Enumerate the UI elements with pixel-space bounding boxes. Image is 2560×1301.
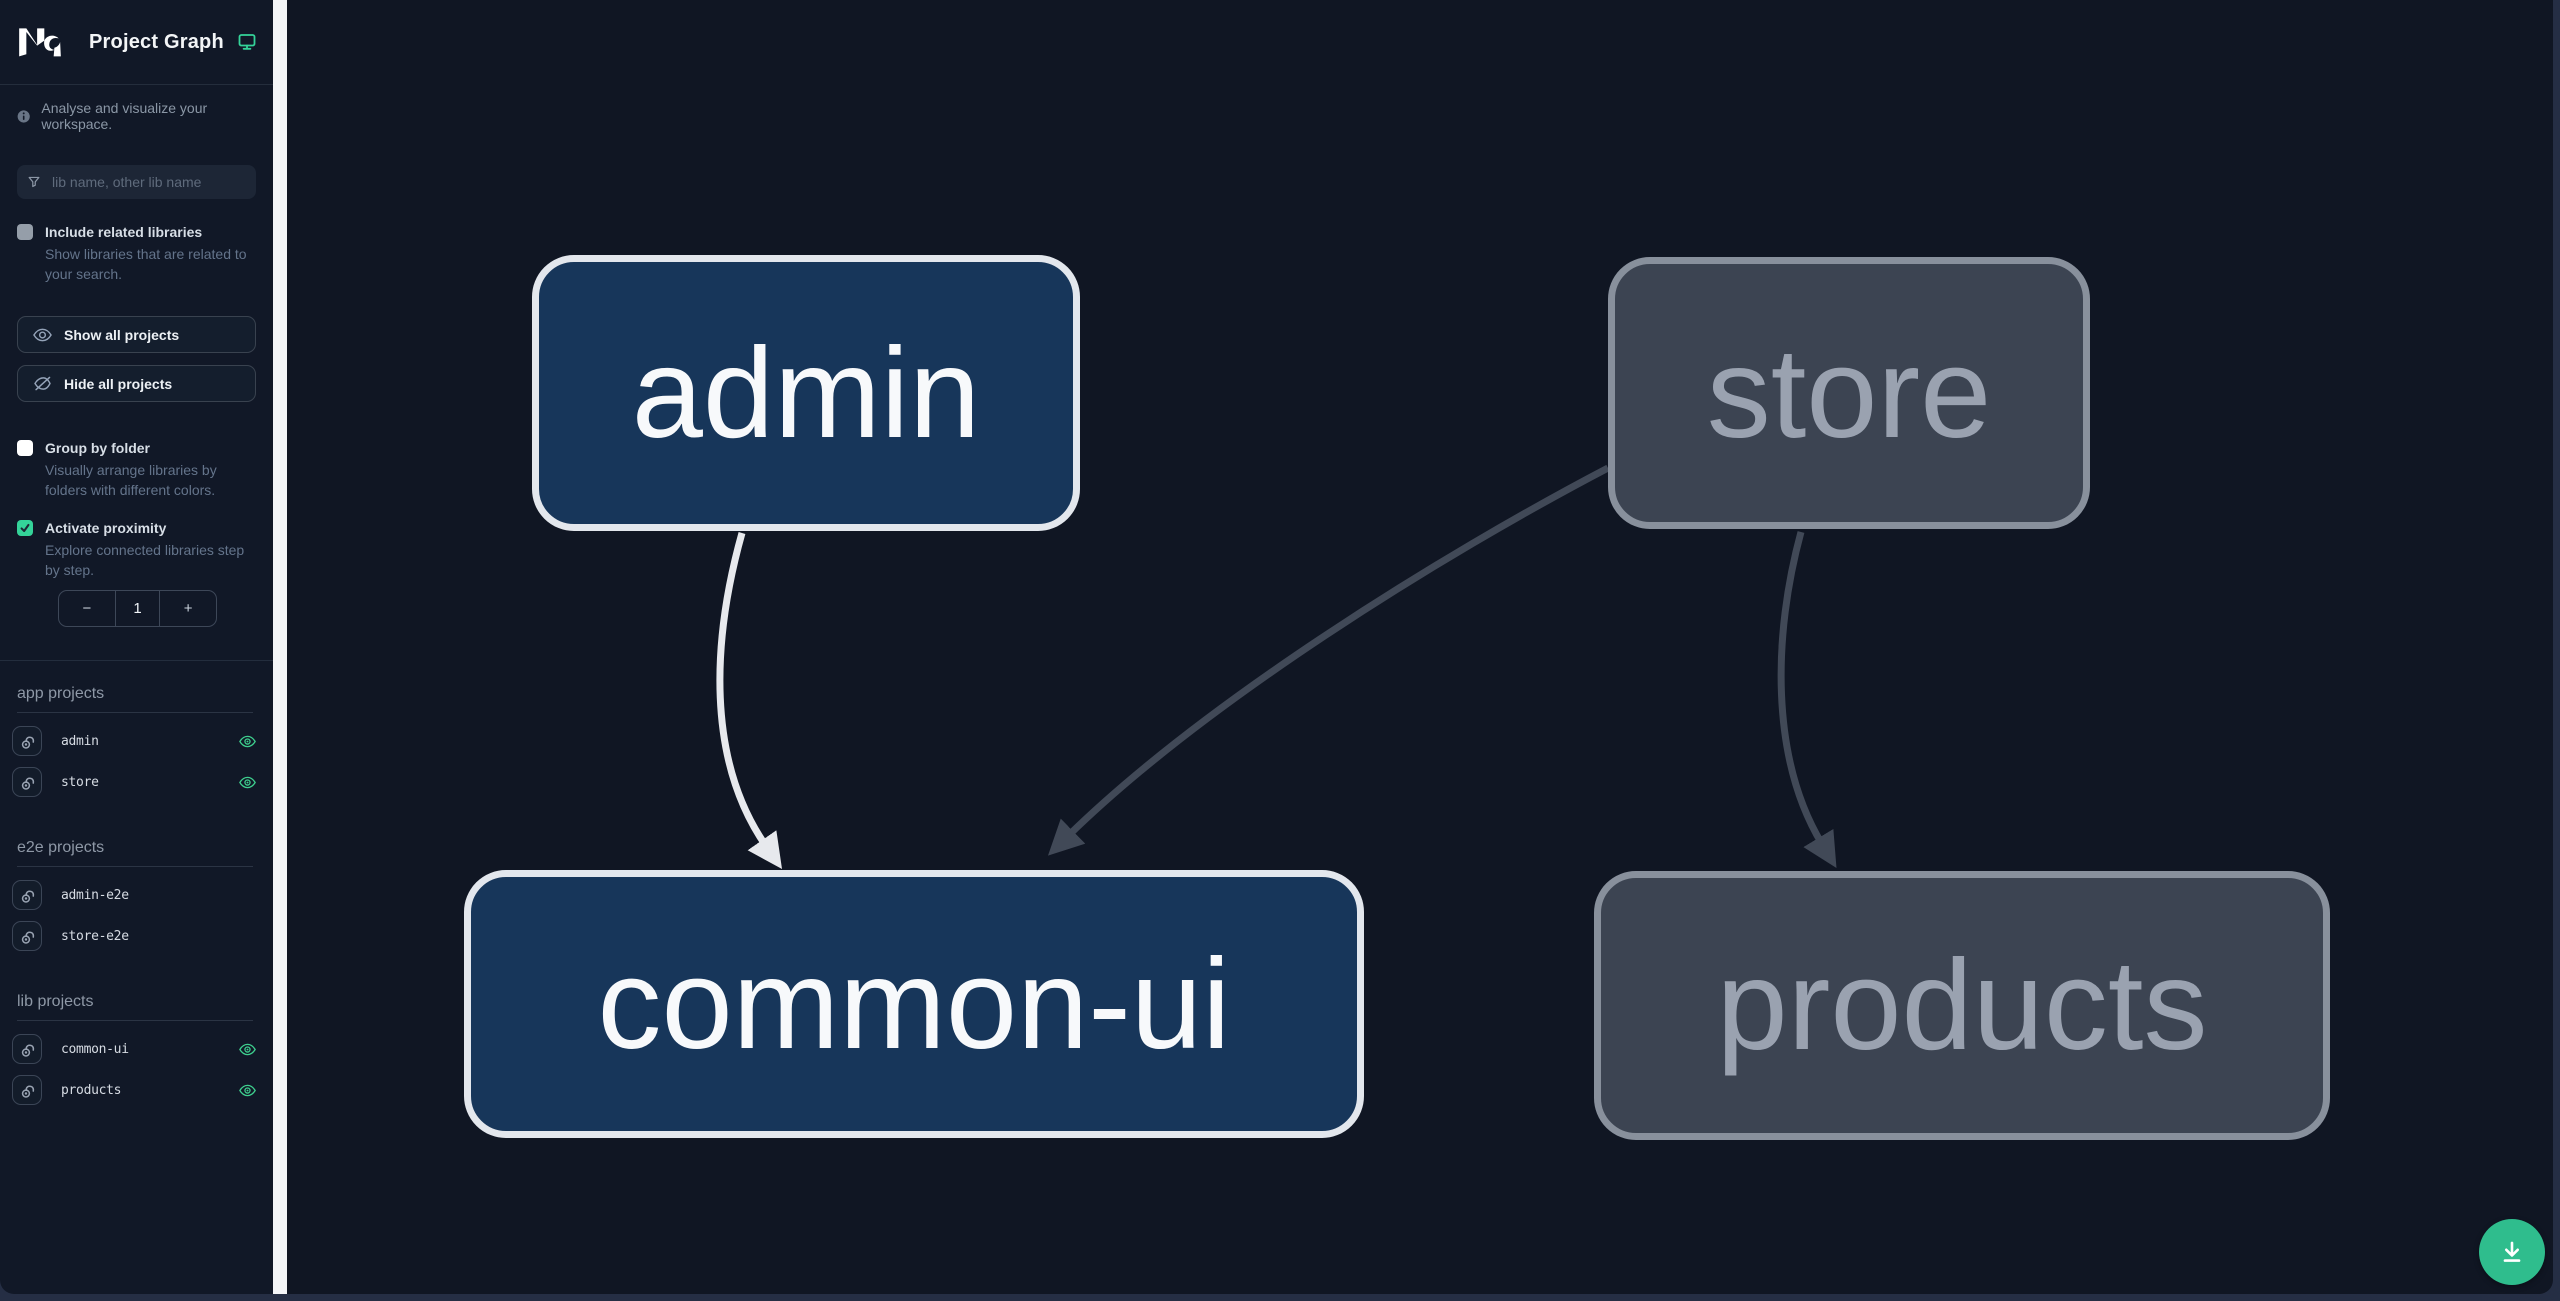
focus-project-button[interactable] xyxy=(12,1034,42,1064)
search-box xyxy=(17,165,256,199)
project-name: admin xyxy=(61,733,99,749)
sidebar: Project Graph Analyse and visualize your… xyxy=(0,0,273,1294)
sidebar-resize-handle[interactable] xyxy=(273,0,287,1294)
focus-project-button[interactable] xyxy=(12,921,42,951)
focus-project-icon xyxy=(21,1085,34,1098)
group-by-folder-label: Group by folder xyxy=(45,440,150,456)
visibility-eye-icon[interactable] xyxy=(239,1043,256,1056)
graph-node-store[interactable]: store xyxy=(1608,257,2090,529)
option-include-related: Include related libraries Show libraries… xyxy=(17,223,256,284)
focus-project-icon xyxy=(21,736,34,749)
project-row: admin-e2e xyxy=(12,880,256,910)
focus-project-icon xyxy=(21,890,34,903)
activate-proximity-label: Activate proximity xyxy=(45,520,167,536)
include-related-label: Include related libraries xyxy=(45,224,203,240)
option-group-by-folder: Group by folder Visually arrange librari… xyxy=(17,439,256,500)
page-title: Project Graph xyxy=(89,30,224,53)
focus-project-icon xyxy=(21,777,34,790)
proximity-depth-value: 1 xyxy=(114,591,161,626)
option-activate-proximity: Activate proximity Explore connected lib… xyxy=(17,519,256,580)
focus-project-button[interactable] xyxy=(12,726,42,756)
hide-all-projects-button[interactable]: Hide all projects xyxy=(17,365,256,402)
hide-all-label: Hide all projects xyxy=(64,375,173,392)
include-related-description: Show libraries that are related to your … xyxy=(45,246,247,282)
visibility-eye-icon[interactable] xyxy=(239,735,256,748)
download-icon xyxy=(2503,1241,2521,1262)
nx-logo xyxy=(19,28,61,57)
edge-layer xyxy=(716,464,1837,869)
graph-node-products[interactable]: products xyxy=(1594,871,2330,1140)
include-related-checkbox[interactable] xyxy=(17,224,33,240)
focus-project-button[interactable] xyxy=(12,1075,42,1105)
dependency-edge-admin-to-common-ui xyxy=(716,532,783,869)
project-row: store xyxy=(12,767,256,797)
sidebar-divider xyxy=(0,660,273,661)
visibility-eye-icon[interactable] xyxy=(239,776,256,789)
checkmark-icon xyxy=(20,523,30,533)
section-title: app projects xyxy=(17,685,253,713)
project-row: common-ui xyxy=(12,1034,256,1064)
project-section: lib projects common-ui products xyxy=(0,993,273,1105)
project-row: products xyxy=(12,1075,256,1105)
search-input[interactable] xyxy=(50,173,246,191)
focus-project-icon xyxy=(21,1044,34,1057)
project-row: admin xyxy=(12,726,256,756)
connected-monitor-icon xyxy=(238,34,256,50)
eye-slash-icon xyxy=(34,376,51,391)
activate-proximity-checkbox[interactable] xyxy=(17,520,33,536)
focus-project-button[interactable] xyxy=(12,880,42,910)
filter-funnel-icon xyxy=(28,176,40,188)
group-by-folder-checkbox[interactable] xyxy=(17,440,33,456)
project-name: products xyxy=(61,1082,122,1098)
project-lists: app projects admin store e2e projects ad… xyxy=(0,685,273,1105)
project-name: store-e2e xyxy=(61,928,129,944)
project-name: store xyxy=(61,774,99,790)
graph-node-common-ui[interactable]: common-ui xyxy=(464,870,1364,1138)
project-row: store-e2e xyxy=(12,921,256,951)
project-section: e2e projects admin-e2e store-e2e xyxy=(0,839,273,951)
proximity-depth-stepper: − 1 + xyxy=(58,590,217,627)
project-section: app projects admin store xyxy=(0,685,273,797)
dependency-edge-store-to-products xyxy=(1777,531,1837,868)
section-title: e2e projects xyxy=(17,839,253,867)
eye-icon xyxy=(33,328,52,341)
show-all-projects-button[interactable]: Show all projects xyxy=(17,316,256,353)
group-by-folder-description: Visually arrange libraries by folders wi… xyxy=(45,462,217,498)
increment-button[interactable]: + xyxy=(160,591,216,626)
download-image-button[interactable] xyxy=(2479,1219,2545,1285)
decrement-button[interactable]: − xyxy=(59,591,115,626)
graph-canvas: admin store common-ui products xyxy=(287,0,2553,1294)
project-name: admin-e2e xyxy=(61,887,129,903)
activate-proximity-description: Explore connected libraries step by step… xyxy=(45,542,245,578)
workspace-tagline: Analyse and visualize your workspace. xyxy=(17,100,256,132)
sidebar-header: Project Graph xyxy=(0,0,273,85)
info-icon xyxy=(17,109,30,123)
section-title: lib projects xyxy=(17,993,253,1021)
dependency-edge-store-to-common-ui xyxy=(1047,464,1610,856)
graph-node-admin[interactable]: admin xyxy=(532,255,1080,531)
tagline-text: Analyse and visualize your workspace. xyxy=(41,100,208,132)
visibility-eye-icon[interactable] xyxy=(239,1084,256,1097)
focus-project-button[interactable] xyxy=(12,767,42,797)
project-name: common-ui xyxy=(61,1041,129,1057)
focus-project-icon xyxy=(21,931,34,944)
show-all-label: Show all projects xyxy=(64,326,180,343)
